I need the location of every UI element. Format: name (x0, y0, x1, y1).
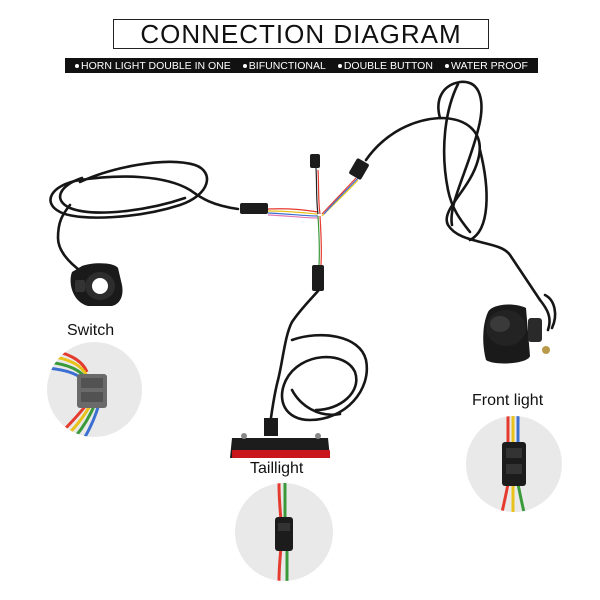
feature-bar: HORN LIGHT DOUBLE IN ONE BIFUNCTIONAL DO… (65, 58, 538, 73)
taillight-cable (268, 289, 369, 427)
connector-icon (275, 483, 293, 581)
taillight-icon (230, 418, 330, 458)
switch-label: Switch (67, 322, 115, 339)
feature-item: BIFUNCTIONAL (242, 60, 326, 72)
harness-wires (267, 167, 361, 266)
front-light-cable (364, 80, 557, 332)
switch-icon (70, 263, 123, 306)
diagram-title: CONNECTION DIAGRAM (113, 19, 489, 49)
feature-item: HORN LIGHT DOUBLE IN ONE (75, 60, 231, 72)
switch-connector-closeup (47, 342, 142, 437)
taillight-label: Taillight (250, 460, 304, 477)
feature-item: DOUBLE BUTTON (337, 60, 433, 72)
connector-icon (47, 348, 107, 437)
front-light-connector-closeup (466, 416, 562, 512)
connector-icon (240, 154, 369, 291)
switch-cable (49, 160, 240, 274)
feature-item: WATER PROOF (444, 60, 528, 72)
connector-icon (500, 416, 526, 512)
taillight-connector-closeup (235, 483, 333, 581)
front-light-label: Front light (472, 392, 544, 409)
front-light-icon (483, 304, 550, 364)
